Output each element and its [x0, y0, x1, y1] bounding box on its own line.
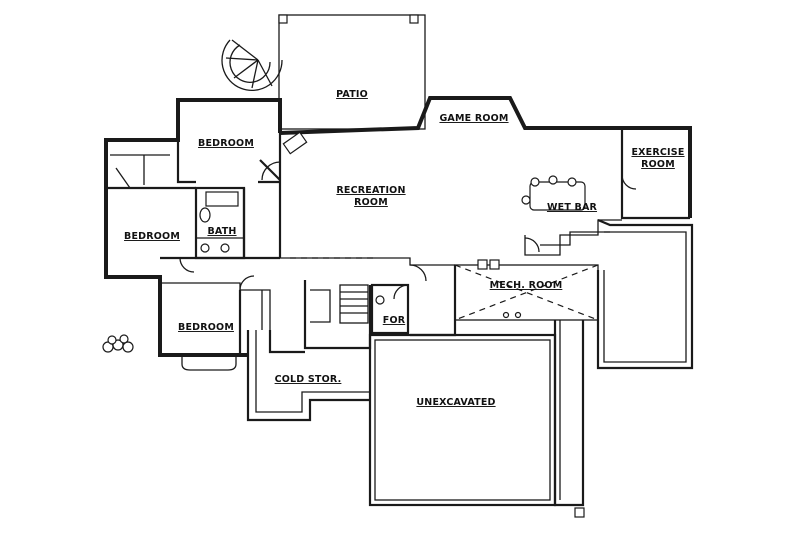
label-bath: BATH [207, 226, 236, 237]
label-wet-bar: WET BAR [547, 202, 598, 213]
room-labels: PATIO GAME ROOM BEDROOM EXERCISE ROOM RE… [124, 89, 684, 408]
label-patio: PATIO [336, 89, 368, 100]
exterior-walls [104, 96, 692, 357]
patio-area [278, 14, 426, 130]
label-game-room: GAME ROOM [439, 113, 508, 124]
spiral-stair [221, 39, 283, 91]
label-bedroom-top: BEDROOM [198, 138, 254, 149]
door-swings [179, 161, 637, 300]
label-recreation-room-line2: ROOM [354, 197, 388, 208]
label-mech-room: MECH. ROOM [490, 280, 563, 291]
label-for: FOR [383, 315, 406, 326]
label-recreation-room-line1: RECREATION [336, 185, 405, 196]
fixtures [102, 131, 586, 353]
label-bedroom-left: BEDROOM [124, 231, 180, 242]
label-exercise-room-line2: ROOM [641, 159, 675, 170]
label-unexcavated: UNEXCAVATED [416, 397, 495, 408]
mech-room-diagonals [290, 257, 599, 321]
label-exercise-room-line1: EXERCISE [631, 147, 684, 158]
label-cold-storage: COLD STOR. [275, 374, 342, 385]
label-bedroom-bottom: BEDROOM [178, 322, 234, 333]
